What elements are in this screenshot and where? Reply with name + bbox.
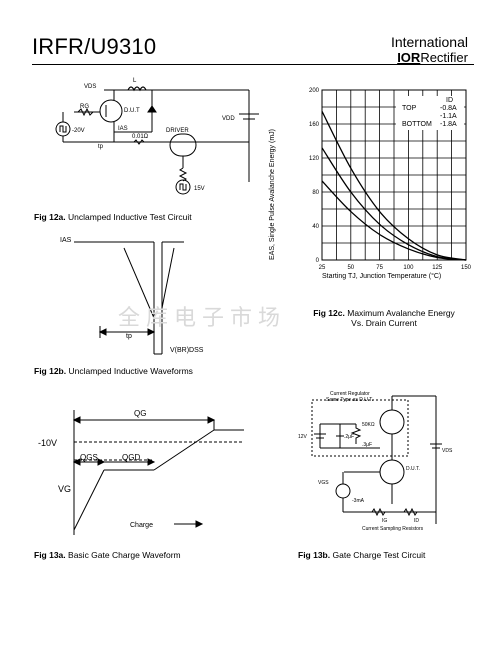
y-tick-label: 40 [312,224,319,230]
x-tick-label: 75 [376,265,383,271]
legend-bottom-label: BOTTOM [402,121,432,128]
part-number: IRFR/U9310 [32,34,157,59]
fig12c-caption: Fig 12c. Maximum Avalanche Energy Vs. Dr… [296,308,472,328]
label-50k: 50KΩ [362,422,375,428]
y-tick-label: 80 [312,190,319,196]
header-rule [32,64,474,65]
label-ias-wave: IAS [60,237,72,244]
fig13b-caption-text: Gate Charge Test Circuit [332,550,426,560]
label-l: L [133,78,137,84]
label-sense: Current Sampling Resistors [362,526,424,532]
fig13a-caption-text: Basic Gate Charge Waveform [68,550,181,560]
label-tp-wave: tp [126,333,132,340]
fig12b-waveform: IAS tp V(BR)DSS [60,237,204,355]
fig12a-caption-text: Unclamped Inductive Test Circuit [68,212,192,222]
label-dut: D.U.T [124,108,140,114]
x-tick-label: 125 [432,265,443,271]
label-ig: IG [382,518,387,524]
label-reg1: Current Regulator [330,391,370,397]
y-tick-label: 200 [309,88,320,94]
fig12b-caption-text: Unclamped Inductive Waveforms [68,366,193,376]
chart-series [321,110,467,261]
fig12a-circuit: VDS L RG D.U.T IAS tp -20V 0.01Ω VDD DRI… [55,78,259,195]
fig12b-caption: Fig 12b. Unclamped Inductive Waveforms [34,366,193,376]
label-res: 0.01Ω [132,134,149,140]
series-line-2 [321,147,467,261]
label-qgd: QGD [122,453,140,462]
label-vgs: VGS [318,480,329,486]
chart-ylabel: EAS, Single Pulse Avalanche Energy (mJ) [269,129,276,260]
series-line-3 [321,180,467,261]
label-20v: -20V [72,128,85,134]
label-rg: RG [80,104,89,110]
legend-bottom-val: -1.8A [440,121,457,128]
fig13a-caption-num: Fig 13a. [34,550,66,560]
label-vds: VDS [84,84,96,90]
x-tick-label: 100 [403,265,414,271]
fig12c-chart: 25 50 75 100 125 150 0 40 80 120 160 200 EAS, Singl… [269,88,472,280]
chart-ticks: 25 50 75 100 125 150 0 40 80 120 160 200 [309,88,472,271]
y-tick-label: 120 [309,156,320,162]
legend-bg [396,96,464,130]
chart-xlabel: Starting TJ, Junction Temperature (°C) [322,272,441,280]
label-ias: IAS [118,126,128,132]
label-qg: QG [134,409,146,418]
label-10v: -10V [38,438,57,448]
brand-logo-line: IORRectifier [397,50,468,65]
legend-top-label: TOP [402,105,417,112]
label-3ma: -3mA [352,498,365,504]
x-tick-label: 150 [461,265,472,271]
label-c3: .3μF [362,442,372,448]
label-charge: Charge [130,522,153,529]
label-vbrdss: V(BR)DSS [170,347,204,354]
fig13b-circuit: Current Regulator Same Type as D.U.T. 50… [298,391,453,532]
brand-name: International [390,34,468,50]
legend-mid-val: -1.1A [440,113,457,120]
label-c2: .2μF [344,434,354,440]
x-tick-label: 50 [347,265,354,271]
y-tick-label: 0 [316,258,320,264]
fig12a-caption: Fig 12a. Unclamped Inductive Test Circui… [34,212,192,222]
label-driver: DRIVER [166,128,189,134]
y-tick-label: 160 [309,122,320,128]
label-12v: 12V [298,434,308,440]
label-15v: 15V [194,186,205,192]
brand-rectifier: Rectifier [420,50,468,65]
label-dut13b: D.U.T. [406,466,420,472]
fig13b-caption: Fig 13b. Gate Charge Test Circuit [298,550,425,560]
chart-frame [321,89,467,261]
ior-logo: IOR [397,50,421,65]
legend-header: ID [446,97,453,104]
watermark: 全库电子市场 [118,306,287,331]
fig12c-caption-num: Fig 12c. [313,308,345,318]
label-vds13b: VDS [442,448,453,454]
legend-top-val: -0.8A [440,105,457,112]
label-vdd: VDD [222,116,235,122]
fig13a-waveform: QG -10V QGS QGD VG Charge [38,409,244,535]
fig12a-caption-num: Fig 12a. [34,212,66,222]
fig12c-caption-line1: Maximum Avalanche Energy [347,308,455,318]
fig13b-caption-num: Fig 13b. [298,550,331,560]
label-id: ID [414,518,419,524]
fig12c-caption-line2: Vs. Drain Current [351,318,417,328]
x-tick-label: 25 [319,265,326,271]
label-reg2: Same Type as D.U.T. [326,397,373,403]
label-vg: VG [58,484,71,494]
fig13a-caption: Fig 13a. Basic Gate Charge Waveform [34,550,181,560]
label-qgs: QGS [80,453,98,462]
series-line-1 [321,110,467,261]
label-tp: tp [98,144,104,150]
fig12b-caption-num: Fig 12b. [34,366,67,376]
